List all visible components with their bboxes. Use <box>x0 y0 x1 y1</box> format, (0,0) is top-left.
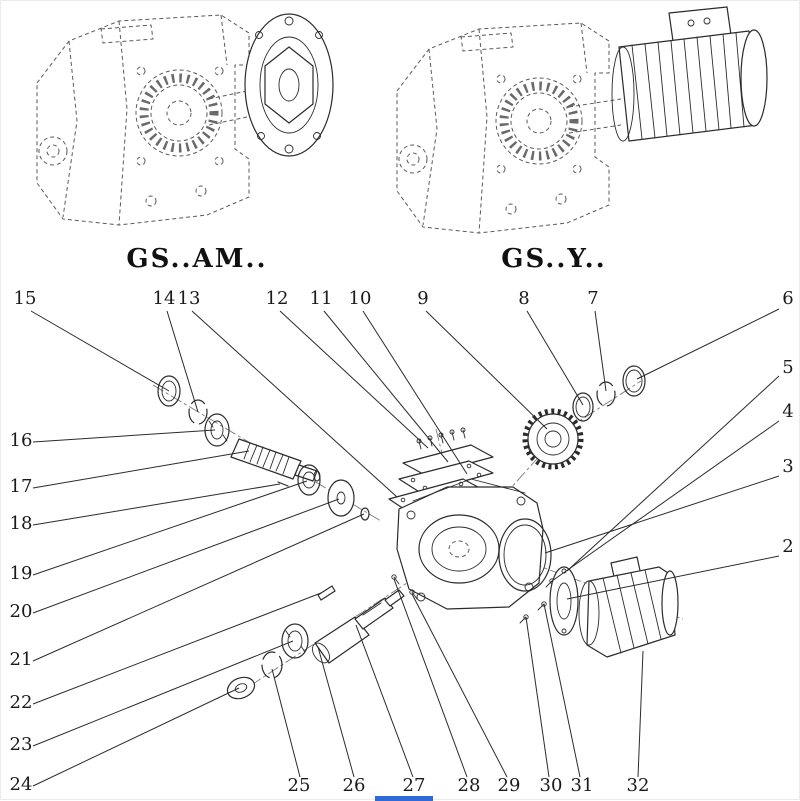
motor-top-drawing <box>611 6 768 142</box>
bottom-accent-strip <box>375 796 433 801</box>
washer-disc-part <box>327 479 355 517</box>
callout-number-24: 24 <box>10 774 33 795</box>
gearbox-gsam-drawing <box>36 13 334 226</box>
worm-shaft-part <box>230 438 321 482</box>
leader-line-17 <box>32 450 250 489</box>
gasket-part <box>398 460 494 494</box>
leader-line-14 <box>166 310 199 413</box>
leader-line-25 <box>271 668 301 778</box>
gearbox-gsy-drawing <box>396 6 768 234</box>
outer-ring-part <box>622 365 646 397</box>
callout-number-30: 30 <box>540 775 563 796</box>
callout-number-28: 28 <box>458 775 481 796</box>
leader-line-21 <box>32 513 365 662</box>
leader-line-6 <box>636 308 780 380</box>
leader-line-3 <box>544 475 780 554</box>
callout-number-2: 2 <box>782 536 793 557</box>
callout-number-26: 26 <box>343 775 366 796</box>
leader-line-23 <box>32 640 294 747</box>
callout-number-9: 9 <box>417 288 428 309</box>
callout-number-21: 21 <box>10 649 33 670</box>
callout-number-22: 22 <box>10 692 33 713</box>
leader-line-8 <box>526 310 584 406</box>
retaining-ring-part <box>188 399 208 425</box>
callout-number-11: 11 <box>310 288 333 309</box>
leader-line-22 <box>32 592 322 705</box>
output-snap-ring-part <box>261 651 283 679</box>
callout-number-10: 10 <box>349 288 372 309</box>
callout-number-6: 6 <box>782 288 793 309</box>
leader-line-7 <box>594 310 607 392</box>
callout-number-17: 17 <box>10 476 33 497</box>
output-washer-part <box>226 676 256 700</box>
leader-line-4 <box>551 420 780 582</box>
callout-number-15: 15 <box>14 288 37 309</box>
leader-line-24 <box>32 687 240 787</box>
leader-line-29 <box>411 593 508 778</box>
callout-number-4: 4 <box>782 401 793 422</box>
callout-number-16: 16 <box>10 430 33 451</box>
leader-line-15 <box>30 310 170 392</box>
small-ring-part <box>360 507 370 521</box>
leader-line-5 <box>566 375 780 572</box>
callout-number-5: 5 <box>782 357 793 378</box>
helical-gear-part <box>522 408 584 470</box>
leader-line-11 <box>323 310 449 463</box>
motor-exploded-part <box>578 556 679 658</box>
callout-number-31: 31 <box>571 775 594 796</box>
callout-number-14: 14 <box>153 288 176 309</box>
motor-flange-part <box>549 566 579 636</box>
leader-line-27 <box>355 624 414 778</box>
top-plate-part <box>402 444 494 476</box>
leader-line-9 <box>425 310 548 430</box>
leader-line-30 <box>525 616 550 778</box>
leader-line-32 <box>637 650 644 778</box>
callout-number-12: 12 <box>266 288 289 309</box>
leader-line-16 <box>32 429 216 443</box>
leader-line-19 <box>32 480 308 576</box>
pin-part <box>277 481 289 487</box>
worm-bearing-part <box>297 464 321 496</box>
callout-number-19: 19 <box>10 563 33 584</box>
leader-line-18 <box>32 483 281 526</box>
callout-number-7: 7 <box>587 288 598 309</box>
gear-snap-ring-part <box>596 381 616 407</box>
model-label-right: GS..Y.. <box>501 244 606 274</box>
leader-line-12 <box>279 310 429 449</box>
leader-line-31 <box>543 603 581 778</box>
leader-line-10 <box>362 310 468 475</box>
leader-line-20 <box>32 498 340 614</box>
leader-line-13 <box>191 310 398 498</box>
seal-ring-part <box>157 375 181 407</box>
callout-number-13: 13 <box>178 288 201 309</box>
callout-number-27: 27 <box>403 775 426 796</box>
leader-line-2 <box>566 555 780 600</box>
leader-line-28 <box>393 578 468 778</box>
callout-number-29: 29 <box>498 775 521 796</box>
shaft-key-part <box>317 585 336 601</box>
callout-number-23: 23 <box>10 734 33 755</box>
output-shaft-part <box>312 589 405 664</box>
gear-ring-part <box>572 392 594 422</box>
callout-number-3: 3 <box>782 456 793 477</box>
leader-line-26 <box>317 646 355 778</box>
callout-number-32: 32 <box>627 775 650 796</box>
input-bearing-part <box>204 413 230 447</box>
callout-number-25: 25 <box>288 775 311 796</box>
model-label-left: GS..AM.. <box>126 244 267 274</box>
exploded-assembly <box>152 365 684 700</box>
o-ring-part <box>498 518 552 592</box>
housing-part <box>396 478 544 610</box>
output-flange <box>244 13 334 157</box>
output-bearing-part <box>281 623 309 659</box>
callout-number-20: 20 <box>10 601 33 622</box>
callout-number-18: 18 <box>10 513 33 534</box>
callout-number-8: 8 <box>518 288 529 309</box>
